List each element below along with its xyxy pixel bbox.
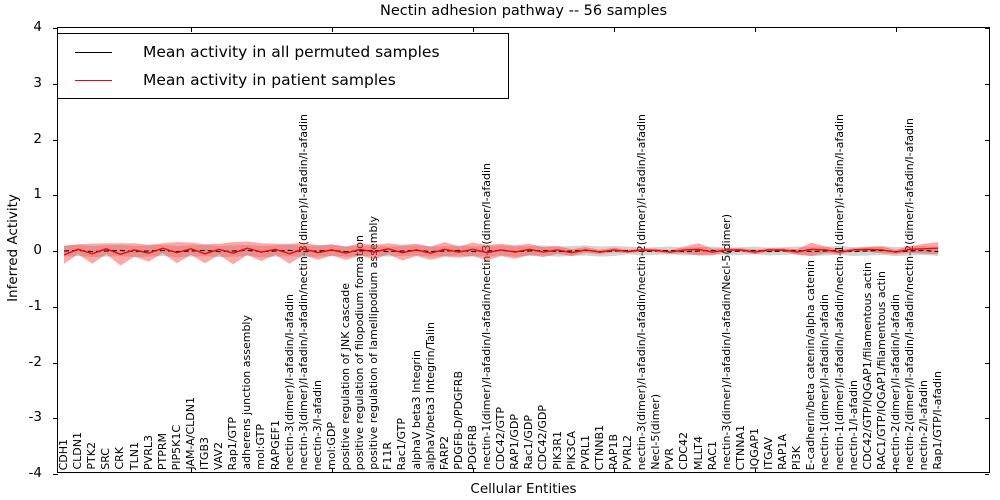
legend: Mean activity in all permuted samples Me… [57, 33, 509, 99]
bottom-tick-mark [613, 468, 615, 472]
left-tick-mark [53, 251, 58, 252]
legend-row-permuted: Mean activity in all permuted samples [58, 39, 508, 65]
top-tick-mark [190, 28, 192, 32]
patient-band [64, 241, 939, 266]
right-tick-mark [985, 28, 989, 29]
bottom-tick-mark [331, 468, 333, 472]
right-tick-mark [985, 362, 989, 364]
right-tick-mark [985, 83, 989, 85]
left-tick-mark [53, 474, 58, 475]
y-tick-label: 4 [33, 19, 42, 35]
x-axis-label: Cellular Entities [470, 481, 577, 497]
permuted-band [64, 244, 939, 258]
right-tick-mark [985, 195, 989, 197]
left-tick-mark [53, 362, 58, 364]
y-tick-label: 2 [33, 130, 42, 147]
right-tick-mark [985, 474, 989, 475]
bottom-tick-mark [754, 468, 756, 472]
y-tick-label: -4 [28, 465, 42, 481]
top-tick-mark [613, 28, 615, 32]
chart-canvas [63, 241, 939, 266]
left-tick-mark [53, 195, 58, 197]
legend-row-patient: Mean activity in patient samples [58, 67, 508, 93]
left-tick-mark [53, 139, 58, 141]
y-tick-label: 3 [33, 74, 42, 91]
right-tick-mark [985, 251, 989, 252]
left-tick-mark [53, 28, 58, 29]
top-tick-mark [754, 28, 756, 32]
permuted-line-swatch [75, 51, 112, 53]
legend-label-patient: Mean activity in patient samples [143, 71, 396, 89]
left-tick-mark [53, 418, 58, 420]
y-tick-label: -3 [28, 409, 42, 426]
left-tick-mark [53, 83, 58, 85]
left-tick-mark [53, 306, 58, 308]
bottom-tick-mark [895, 468, 897, 472]
legend-label-permuted: Mean activity in all permuted samples [143, 43, 440, 61]
top-tick-mark [895, 28, 897, 32]
y-tick-label: -2 [28, 353, 42, 370]
right-tick-mark [985, 139, 989, 141]
right-tick-mark [985, 418, 989, 420]
top-tick-mark [331, 28, 333, 32]
top-tick-mark [472, 28, 474, 32]
patient-line-swatch [75, 79, 112, 81]
y-tick-label: 1 [33, 186, 42, 203]
y-tick-labels: 4 3 2 1 0 -1 -2 -3 -4 [0, 0, 52, 500]
permuted-mean-line [63, 249, 939, 253]
y-tick-label: 0 [33, 242, 42, 258]
right-tick-mark [985, 306, 989, 308]
chart-title: Nectin adhesion pathway -- 56 samples [379, 3, 667, 19]
bottom-tick-mark [472, 468, 474, 472]
y-tick-label: -1 [28, 297, 42, 314]
patient-mean-line [63, 247, 939, 256]
bottom-tick-mark [190, 468, 192, 472]
